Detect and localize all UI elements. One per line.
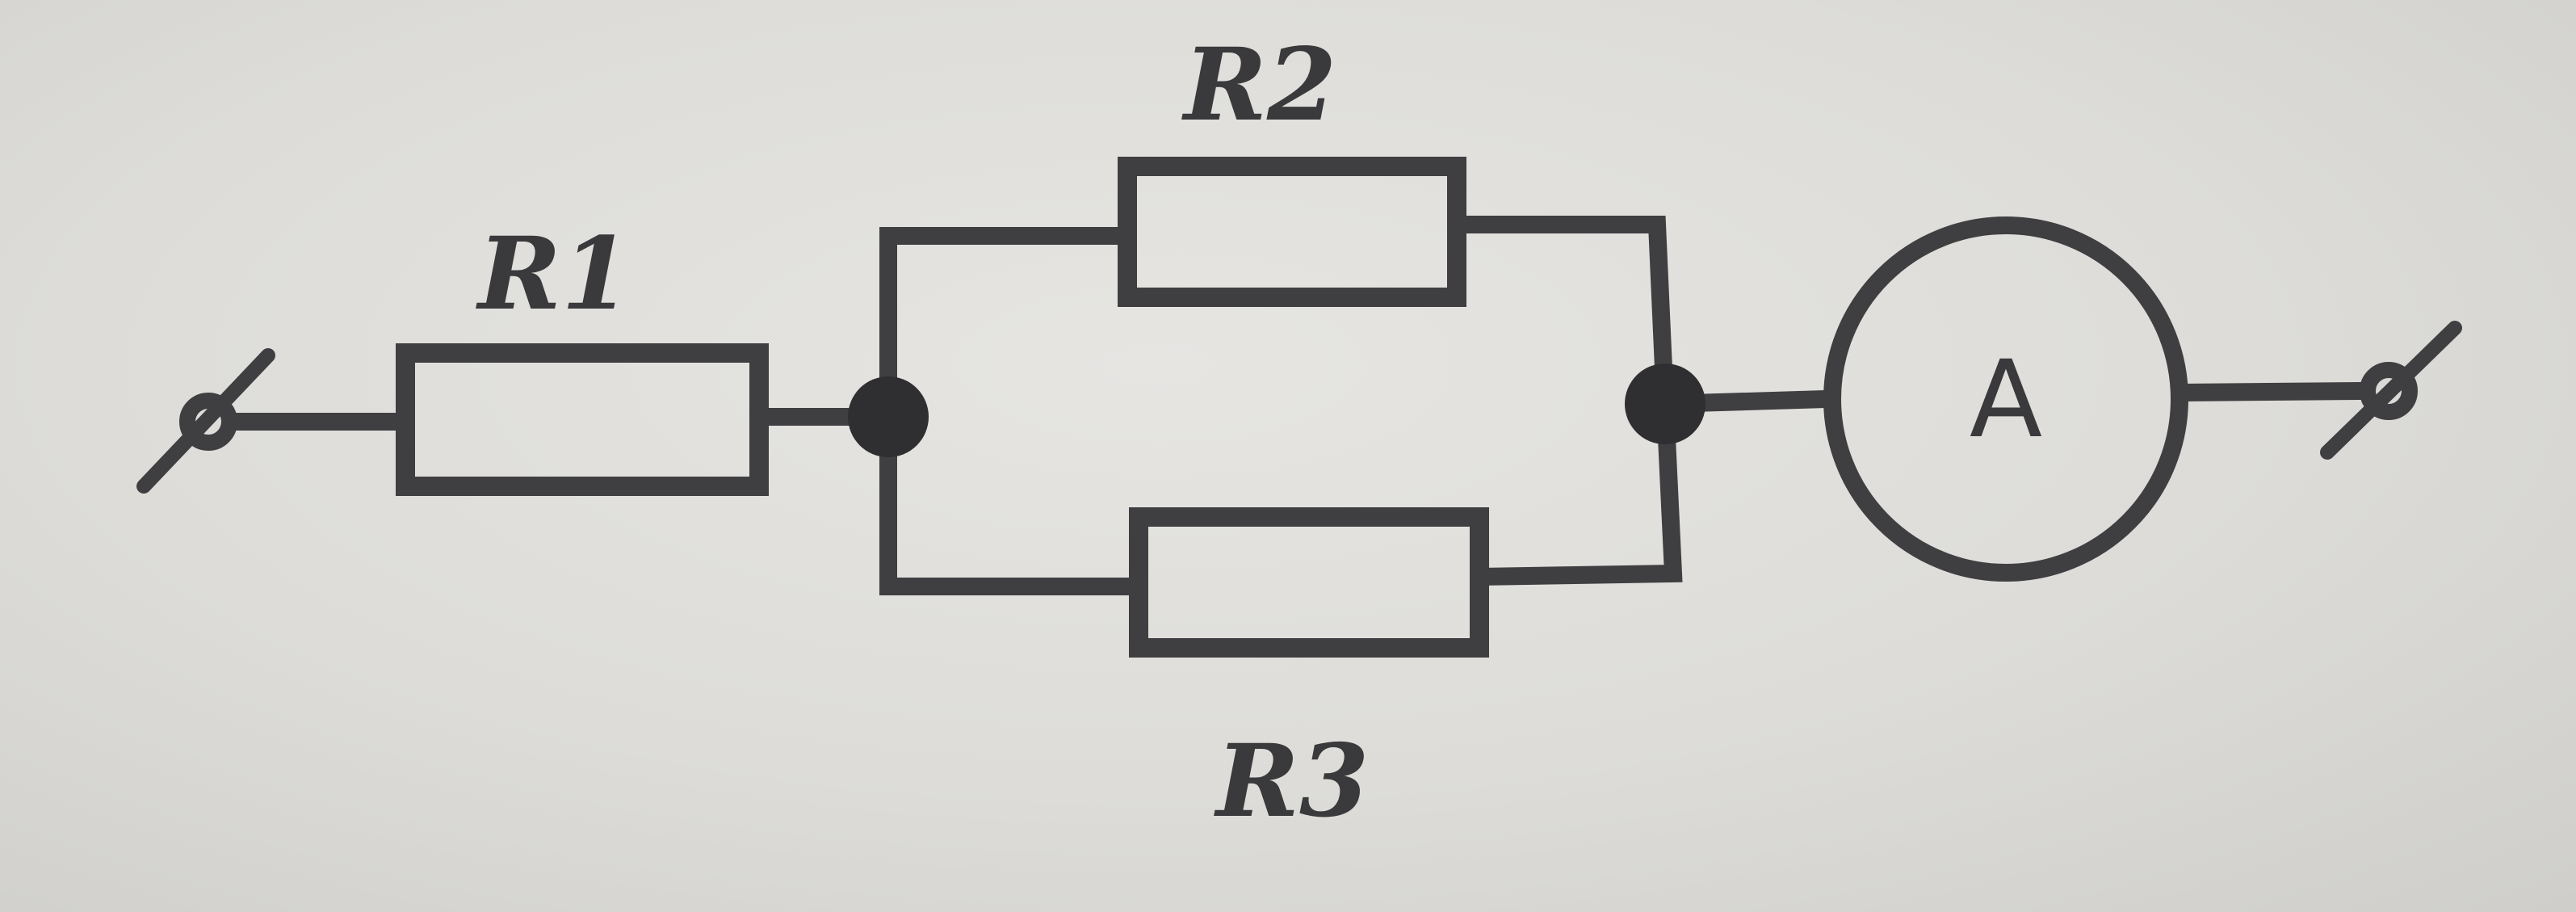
resistor-r2-label: R2: [1181, 27, 1336, 144]
ammeter-label: A: [1970, 338, 2042, 462]
resistor-r3-label: R3: [1214, 723, 1369, 840]
junction-node-left: [848, 376, 929, 457]
wire-ammeter-to-terminal: [2171, 381, 2368, 402]
resistor-r2-body: [1118, 157, 1466, 307]
resistor-r1: R1: [396, 216, 769, 496]
wire-junction-to-r3: [879, 408, 1147, 595]
junction-node-right: [1625, 364, 1705, 444]
ammeter-ring: [1823, 216, 2188, 582]
resistor-r2: R2: [1118, 27, 1466, 307]
wire-r3-to-junction: [1470, 394, 1683, 586]
resistor-r3: R3: [1129, 507, 1489, 840]
resistor-r3-body: [1129, 507, 1489, 658]
resistor-r1-body: [396, 343, 769, 496]
resistor-r1-label: R1: [476, 216, 631, 333]
wire-junction-to-r2: [879, 227, 1136, 426]
ammeter: A: [1823, 216, 2188, 582]
terminal-right: [2320, 321, 2462, 460]
wire-r2-to-junction: [1448, 216, 1675, 414]
wires: [225, 216, 2368, 595]
